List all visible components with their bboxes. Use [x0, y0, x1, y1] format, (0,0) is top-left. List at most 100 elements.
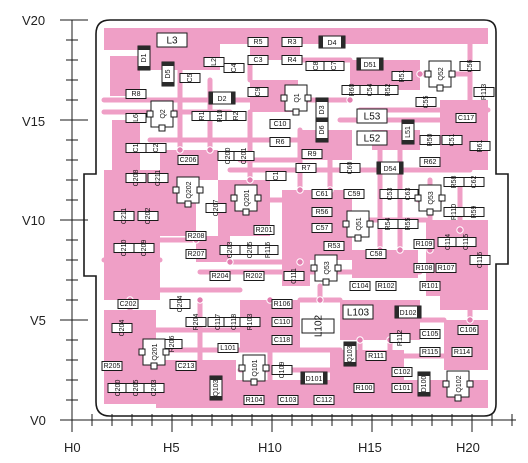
- component-c208-body: [125, 173, 147, 183]
- component-c111: C111: [283, 268, 305, 284]
- component-q53b-pin: [322, 278, 330, 286]
- component-r5: R5: [247, 37, 269, 47]
- component-l51: L51: [401, 119, 415, 145]
- component-c104: C104: [349, 281, 371, 291]
- component-c203b-body: [143, 383, 165, 393]
- component-r112: R112: [389, 330, 411, 346]
- component-d51-band: [357, 58, 361, 70]
- component-d5-label: D5: [165, 69, 172, 78]
- component-c63-label: C63: [405, 187, 412, 200]
- component-l51-band: [402, 140, 414, 144]
- component-d101-band: [301, 372, 305, 384]
- component-q51-label: Q51: [356, 217, 363, 230]
- component-r106-label: R106: [274, 301, 291, 308]
- component-c201: C201: [233, 148, 255, 165]
- component-c3-body: [247, 55, 269, 65]
- component-l101-body: [217, 343, 239, 353]
- x-axis-label-h20: H20: [456, 440, 480, 455]
- component-c63: C63: [397, 187, 419, 200]
- component-r3-label: R3: [288, 39, 297, 46]
- component-c204-body: [169, 299, 191, 309]
- component-r111: R111: [365, 351, 387, 361]
- via-16: [466, 316, 474, 324]
- component-r4-body: [281, 55, 303, 65]
- component-c201-label: C201: [241, 148, 248, 165]
- component-r54-label: R54: [385, 217, 392, 230]
- via-6: [396, 246, 404, 254]
- component-c204b-body: [111, 323, 133, 333]
- component-r102: R102: [375, 281, 397, 291]
- component-r204b: R204: [185, 314, 207, 330]
- component-c209: C209: [133, 240, 155, 256]
- component-r113-body: [473, 87, 495, 97]
- component-c115-label: C115: [463, 234, 470, 250]
- component-c211-label: C211: [155, 170, 162, 186]
- component-c59-label: C59: [348, 191, 361, 198]
- component-d4-label: D4: [328, 40, 337, 47]
- component-r59: R59: [463, 205, 485, 218]
- y-axis-label-v5: V5: [30, 313, 46, 328]
- component-q1-pin: [304, 94, 312, 102]
- component-r205-label: R205: [104, 363, 121, 370]
- component-c202b-label: C202: [120, 301, 137, 308]
- component-l101: L101: [217, 343, 239, 353]
- component-c7-body: [323, 61, 345, 71]
- component-r108-label: R108: [416, 265, 433, 272]
- component-r50-label: R50: [427, 133, 434, 146]
- component-q202: Q202: [172, 176, 204, 208]
- component-r202-body: [243, 271, 265, 281]
- component-r52-body: [377, 85, 399, 95]
- component-c5-label: C5: [187, 73, 194, 82]
- component-c117-label: C117: [458, 115, 474, 122]
- component-c211b-body: [113, 211, 135, 221]
- component-l3-body: [156, 32, 188, 48]
- component-c55-label: C55: [423, 95, 430, 108]
- component-c112-body: [313, 395, 335, 405]
- component-r53-label: R53: [328, 243, 341, 250]
- component-d3-label: D3: [319, 105, 326, 114]
- component-d102: D102: [394, 305, 422, 319]
- component-r5-body: [247, 37, 269, 47]
- component-q52-pin: [448, 70, 456, 78]
- component-q202-pin: [196, 186, 204, 194]
- component-r106: R106: [271, 299, 293, 309]
- component-c1b-label: C1: [273, 171, 280, 180]
- component-r2-body: [225, 111, 247, 121]
- component-c2-label: C2: [153, 143, 160, 152]
- component-c5: C5: [179, 73, 201, 83]
- component-d54-band: [399, 162, 403, 174]
- component-r113: R113: [473, 84, 495, 100]
- component-r52: R52: [377, 83, 399, 96]
- component-r103: R103: [239, 314, 261, 330]
- component-r4-label: R4: [288, 57, 297, 64]
- component-q51-pin: [342, 220, 350, 228]
- component-c116-label: C116: [477, 252, 484, 268]
- component-c200-label: C200: [115, 380, 122, 397]
- component-q102-label: Q102: [456, 375, 463, 392]
- component-c204b-label: C204: [119, 320, 126, 337]
- component-q53-label: Q53: [428, 191, 435, 204]
- via-0: [176, 146, 184, 154]
- component-r116-label: R116: [265, 242, 272, 258]
- component-l52: L52: [356, 130, 388, 146]
- component-q1-label: Q1: [294, 93, 301, 102]
- component-c9: C9: [247, 87, 269, 97]
- component-c53-label: C53: [387, 187, 394, 200]
- component-c104-label: C104: [352, 283, 369, 290]
- component-q103-band: [344, 362, 356, 366]
- component-c211b: C211: [113, 208, 135, 224]
- component-c103-label: C103: [280, 397, 297, 404]
- component-q103b-label: Q103: [213, 379, 220, 396]
- component-c210-label: C210: [121, 240, 128, 257]
- component-c206-label: C206: [180, 157, 197, 164]
- component-r101-label: R101: [422, 283, 439, 290]
- component-q201: Q201: [230, 184, 262, 216]
- component-c101-label: C101: [394, 385, 411, 392]
- component-d4-band: [319, 36, 323, 48]
- component-q53b: Q53: [310, 254, 342, 286]
- component-d4: D4: [318, 35, 346, 49]
- component-q101-label: Q101: [252, 359, 259, 376]
- component-r208: R208: [185, 231, 207, 241]
